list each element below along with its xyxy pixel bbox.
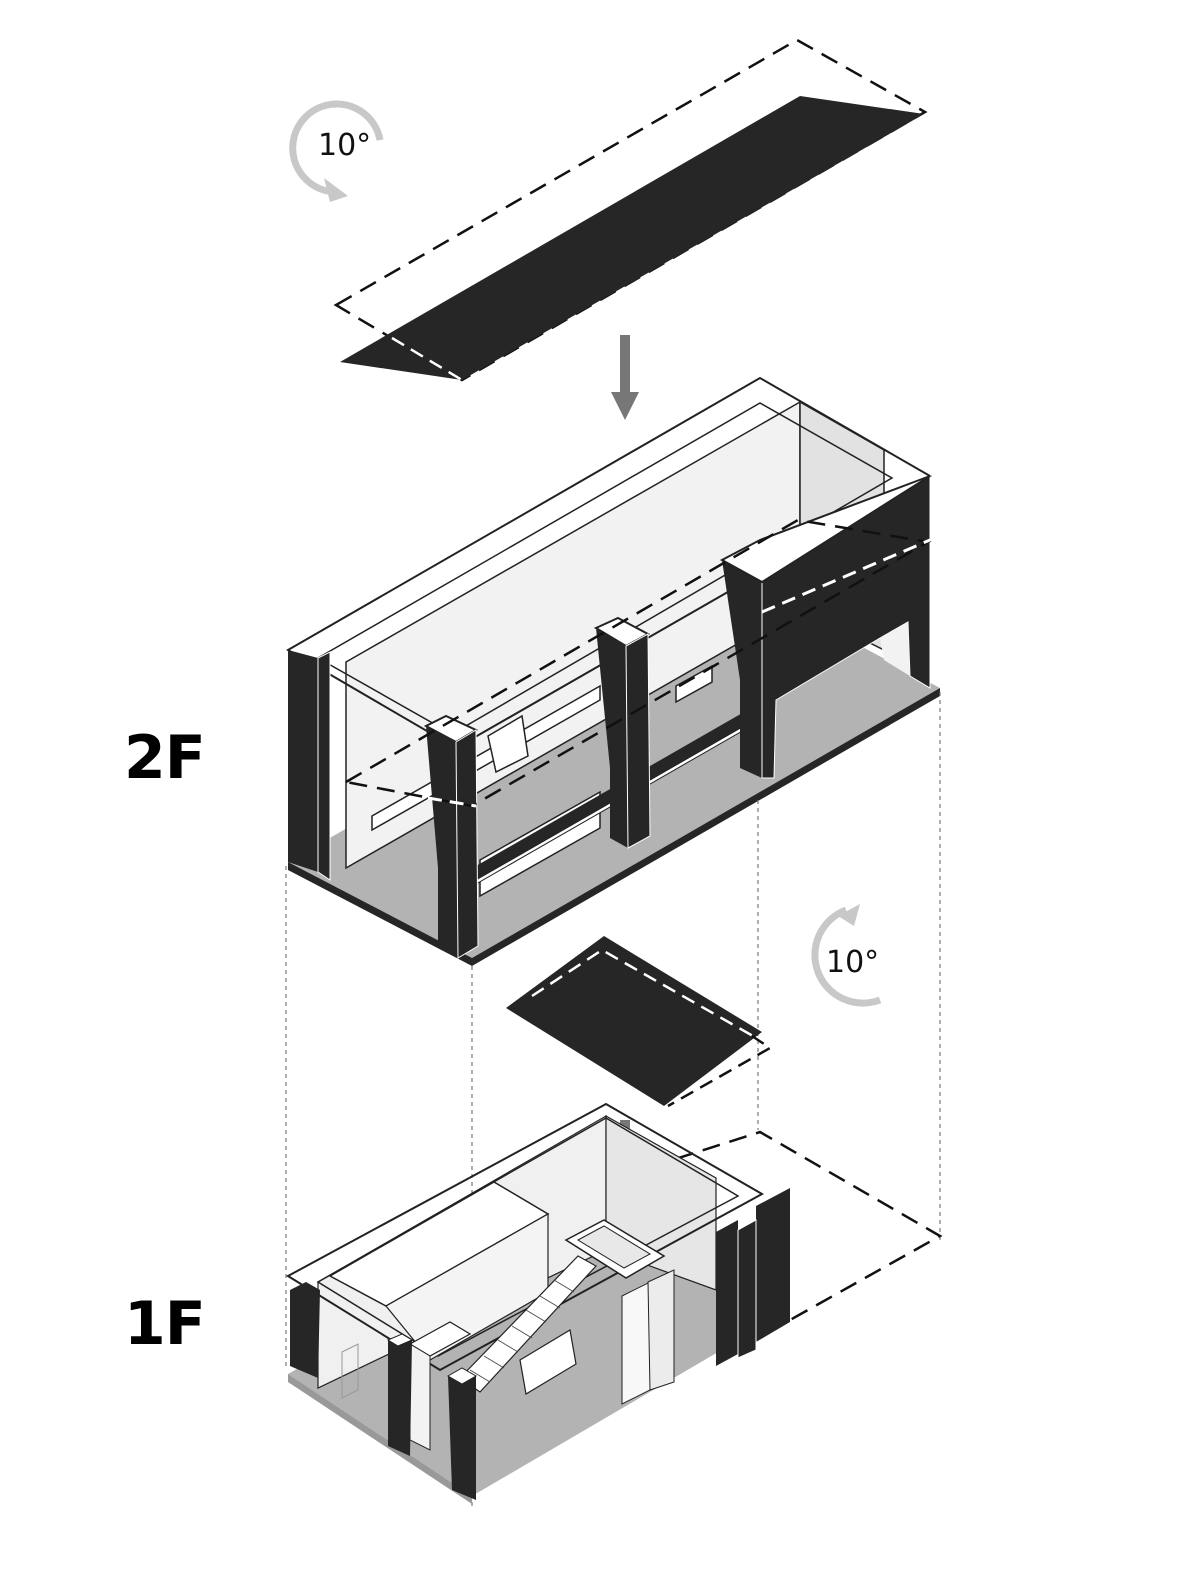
rotation-mid-label: 10°	[826, 945, 879, 980]
2f-floor-slab-edge	[288, 862, 472, 966]
2f-right-mass	[722, 560, 762, 778]
rotate-counterclockwise-icon: 10°	[811, 904, 882, 1007]
first-floor-ceiling-plate	[506, 936, 773, 1108]
floor-label-1f: 1F	[124, 1289, 206, 1359]
1f-left-column	[290, 1282, 320, 1378]
arrow-down-icon	[611, 335, 639, 420]
roof-plate-edge	[391, 336, 463, 382]
second-floor-volume	[286, 376, 940, 966]
2f-left-end-column	[288, 650, 318, 872]
rotate-clockwise-icon: 10°	[289, 100, 384, 202]
floor-label-2f: 2F	[124, 723, 206, 793]
1f-right-end-wall	[756, 1188, 790, 1342]
roof-solid-plate	[340, 96, 924, 380]
roof-plate-group	[333, 38, 928, 382]
1f-column-a	[388, 1334, 412, 1456]
first-floor-volume	[286, 1102, 943, 1504]
rotation-top-label: 10°	[318, 128, 371, 163]
1f-top-rim	[286, 1102, 765, 1372]
1f-column-b	[448, 1368, 476, 1500]
